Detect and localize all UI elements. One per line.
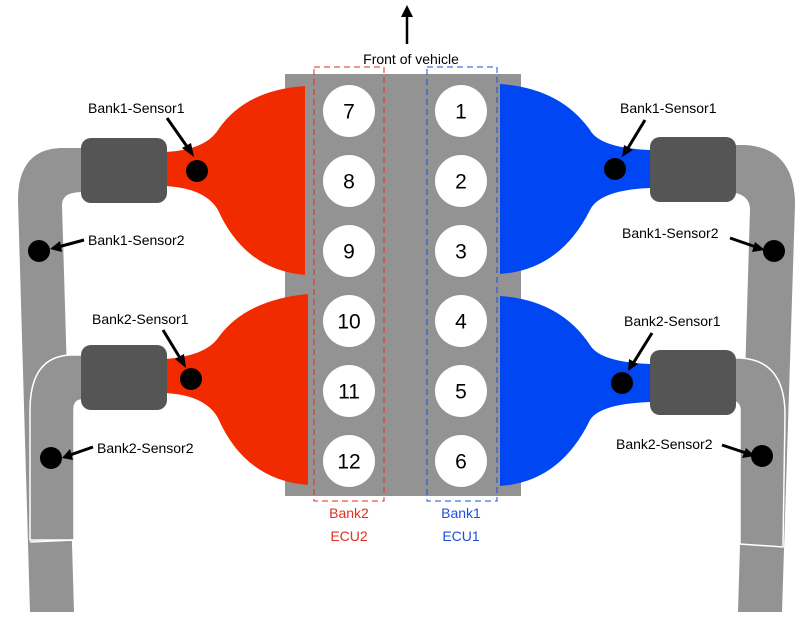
cylinder-number: 10 xyxy=(337,311,360,334)
cylinder-3: 3 xyxy=(435,225,487,277)
front-arrow-icon xyxy=(401,5,413,44)
cylinder-circle xyxy=(435,85,487,137)
cylinder-6: 6 xyxy=(435,435,487,487)
cylinder-circle xyxy=(435,295,487,347)
sensor-arrowheads xyxy=(50,143,765,460)
right-lower-manifold xyxy=(500,296,650,486)
cylinder-circle xyxy=(435,155,487,207)
bank2-manifolds xyxy=(165,86,308,485)
cylinder-4: 4 xyxy=(435,295,487,347)
cylinder-11: 11 xyxy=(323,365,375,417)
sensor-arrows xyxy=(57,117,757,457)
right-bank1-sensor2-dot xyxy=(763,240,785,262)
cylinder-circle xyxy=(323,295,375,347)
arrow-right-b2s2 xyxy=(721,443,747,455)
cylinder-circle xyxy=(323,365,375,417)
arrow-right-b1s1 xyxy=(626,119,647,149)
arrow-left-b2s1 xyxy=(161,329,182,359)
left-bank2-sensor1-dot xyxy=(180,368,202,390)
left-bank1-sensor2-dot xyxy=(28,240,50,262)
cylinder-10: 10 xyxy=(323,295,375,347)
cylinder-circle xyxy=(435,365,487,417)
left-lower-catalyst xyxy=(81,345,167,410)
cylinder-8: 8 xyxy=(323,155,375,207)
left-upper-manifold xyxy=(165,86,305,275)
cylinder-circle xyxy=(323,155,375,207)
cylinder-circle xyxy=(323,85,375,137)
cylinder-number: 4 xyxy=(455,311,467,334)
right-upper-catalyst xyxy=(650,137,736,202)
right-bank2-sensor1-dot xyxy=(611,372,633,394)
arrow-left-b2s2 xyxy=(69,445,94,457)
bank2-outline xyxy=(313,66,385,502)
cylinder-1: 1 xyxy=(435,85,487,137)
left-bank1-sensor1-label: Bank1-Sensor1 xyxy=(88,100,185,116)
right-bank2-sensor2-dot xyxy=(751,445,773,467)
right-upper-manifold xyxy=(500,84,650,274)
cylinder-number: 9 xyxy=(343,241,355,264)
cylinder-number: 3 xyxy=(455,241,467,264)
cylinder-number: 11 xyxy=(338,381,360,404)
cylinder-circle xyxy=(323,435,375,487)
cylinder-circle xyxy=(323,225,375,277)
cylinder-number: 7 xyxy=(343,101,355,124)
arrow-left-b1s1 xyxy=(165,117,190,149)
cylinder-circle xyxy=(435,435,487,487)
cylinder-5: 5 xyxy=(435,365,487,417)
left-bank2-sensor2-dot xyxy=(40,447,62,469)
left-cylinder-bank: 7 8 9 10 11 12 xyxy=(323,85,375,487)
right-bank1-sensor2-label: Bank1-Sensor2 xyxy=(622,225,719,241)
right-bank2-sensor2-label: Bank2-Sensor2 xyxy=(616,436,713,452)
ecu1-label: ECU1 xyxy=(442,528,480,544)
cylinder-2: 2 xyxy=(435,155,487,207)
arrow-right-b1s2 xyxy=(729,236,757,249)
cylinder-number: 12 xyxy=(337,451,360,474)
cylinder-number: 5 xyxy=(455,381,467,404)
left-lower-pipe xyxy=(29,354,83,541)
left-upper-catalyst xyxy=(81,138,167,203)
right-bank1-sensor1-label: Bank1-Sensor1 xyxy=(620,100,717,116)
left-lower-manifold xyxy=(165,294,308,485)
cylinder-circle xyxy=(435,225,487,277)
right-lower-catalyst xyxy=(650,350,736,415)
cylinder-number: 2 xyxy=(455,171,467,194)
bank1-manifolds xyxy=(500,84,650,486)
cylinder-number: 1 xyxy=(455,101,467,124)
left-bank1-sensor1-dot xyxy=(186,160,208,182)
cylinder-9: 9 xyxy=(323,225,375,277)
left-exhaust-pipes xyxy=(18,148,83,612)
front-of-vehicle-label: Front of vehicle xyxy=(363,51,459,67)
ecu2-label: ECU2 xyxy=(330,528,368,544)
right-bank2-sensor1-label: Bank2-Sensor1 xyxy=(624,313,721,329)
left-bank2-sensor2-label: Bank2-Sensor2 xyxy=(97,440,194,456)
engine-block xyxy=(285,74,521,496)
cylinder-7: 7 xyxy=(323,85,375,137)
right-bank1-sensor1-dot xyxy=(604,158,626,180)
left-bank2-sensor1-label: Bank2-Sensor1 xyxy=(92,311,189,327)
cylinder-number: 8 xyxy=(343,171,355,194)
right-cylinder-bank: 1 2 3 4 5 6 xyxy=(435,85,487,487)
cylinder-12: 12 xyxy=(323,435,375,487)
bank2-label: Bank2 xyxy=(329,505,369,521)
left-bank1-sensor2-label: Bank1-Sensor2 xyxy=(88,232,185,248)
cylinder-number: 6 xyxy=(455,451,467,474)
arrow-left-b1s2 xyxy=(57,238,85,249)
bank1-label: Bank1 xyxy=(441,505,481,521)
bank1-outline xyxy=(426,66,498,502)
arrow-right-b2s1 xyxy=(632,332,654,363)
